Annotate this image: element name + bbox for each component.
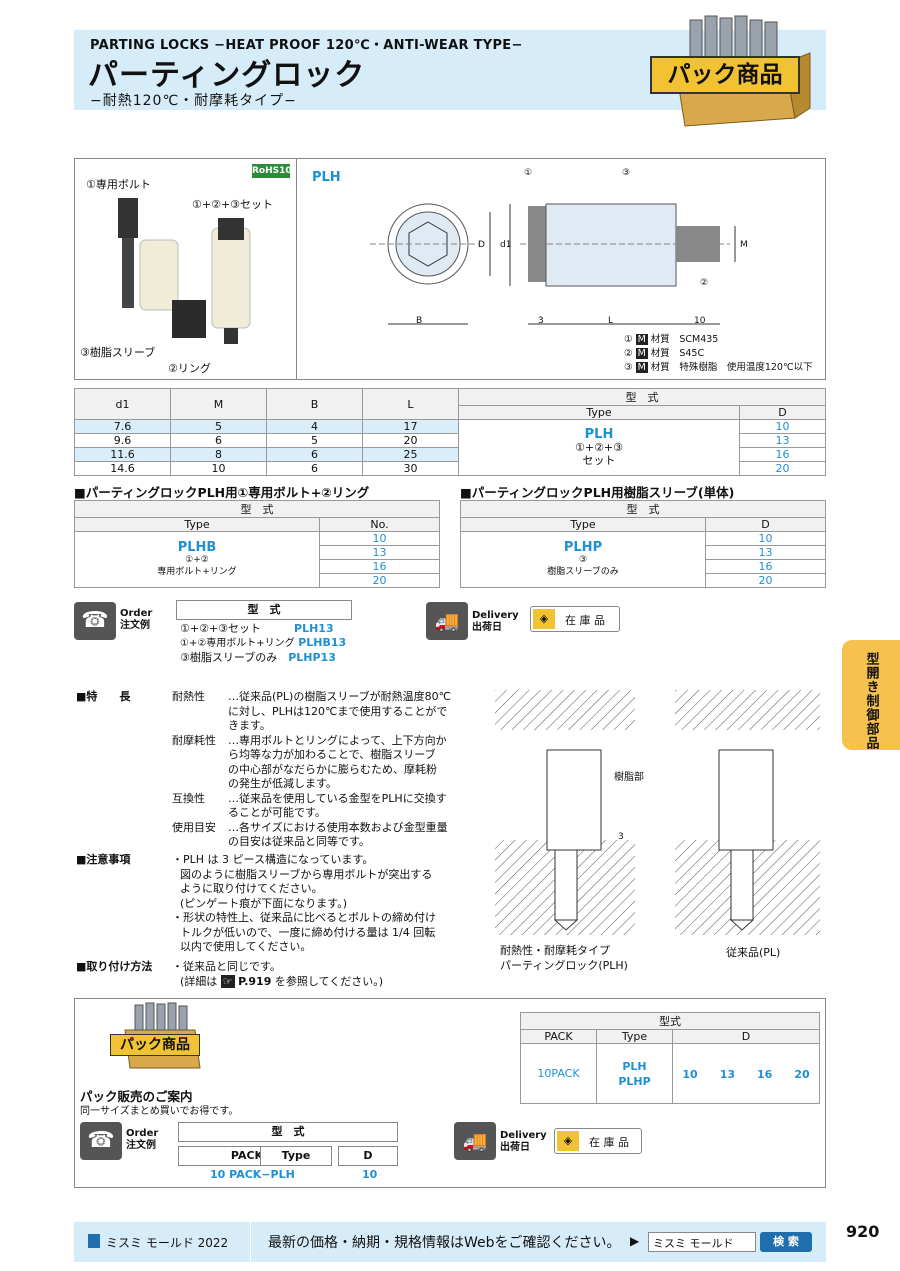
- pack-small-icon: パック商品: [110, 1000, 210, 1070]
- label-sleeve: ③樹脂スリーブ: [80, 346, 156, 359]
- subtitle: −耐熱120℃・耐摩耗タイプ−: [90, 93, 297, 109]
- sub1-title: ■パーティングロックPLH用①専用ボルト+②リング: [74, 485, 370, 500]
- footer-message: 最新の価格・納期・規格情報はWebをご確認ください。: [268, 1235, 621, 1251]
- mount-method: ・従来品と同じです。 (詳細は ☞ P.919 を参照してください。): [172, 960, 383, 988]
- pack-badge-text: パック商品: [650, 56, 800, 94]
- notes: ・PLH は 3 ピース構造になっています。図のように樹脂スリーブから専用ボルト…: [172, 853, 436, 953]
- search-button[interactable]: 検 索: [760, 1232, 812, 1252]
- truck-icon: 🚚: [454, 1122, 496, 1160]
- page-title: パーティングロック: [88, 58, 366, 93]
- box-icon: ◈: [533, 609, 555, 629]
- product-code: PLH: [312, 170, 341, 185]
- materials: ① M 材質 SCM435 ② M 材質 S45C ③ M 材質 特殊樹脂 使用…: [624, 334, 813, 373]
- install-diagram: [495, 690, 820, 935]
- label-set: ①+②+③セット: [192, 198, 274, 211]
- phone-icon: ☎: [80, 1122, 122, 1160]
- stock-badge: ◈ 在 庫 品: [554, 1128, 642, 1154]
- title-en: PARTING LOCKS −HEAT PROOF 120℃・ANTI-WEAR…: [90, 38, 523, 53]
- order-examples: ①+②+③セット PLH13 ①+②専用ボルト+リング PLHB13 ③樹脂スリ…: [180, 622, 347, 664]
- page-number: 920: [846, 1222, 880, 1241]
- ref-icon: ☞: [220, 974, 235, 988]
- box-icon: ◈: [557, 1131, 579, 1151]
- arrow-icon: ▶: [630, 1234, 640, 1248]
- rohs-badge: RoHS10: [252, 164, 292, 178]
- label-ring: ②リング: [168, 362, 211, 375]
- stock-badge: ◈ 在 庫 品: [530, 606, 620, 632]
- product-photo: [118, 198, 251, 344]
- technical-drawing: [370, 203, 736, 325]
- pack-box: [74, 998, 826, 1188]
- pack-title: パック販売のご案内: [80, 1089, 193, 1104]
- order-header: 型 式: [176, 600, 352, 620]
- truck-icon: 🚚: [426, 602, 468, 640]
- search-input[interactable]: ミスミ モールド: [648, 1232, 756, 1252]
- pack-badge-icon: パック商品: [645, 8, 815, 128]
- product-box: [74, 158, 826, 380]
- footer-brand: ミスミ モールド 2022: [106, 1236, 229, 1250]
- side-tab[interactable]: 型開き制御部品: [842, 640, 900, 750]
- label-bolt: ①専用ボルト: [86, 178, 151, 191]
- phone-icon: ☎: [74, 602, 116, 640]
- misumi-logo-icon: [88, 1234, 100, 1248]
- sub2-title: ■パーティングロックPLH用樹脂スリーブ(単体): [460, 485, 735, 500]
